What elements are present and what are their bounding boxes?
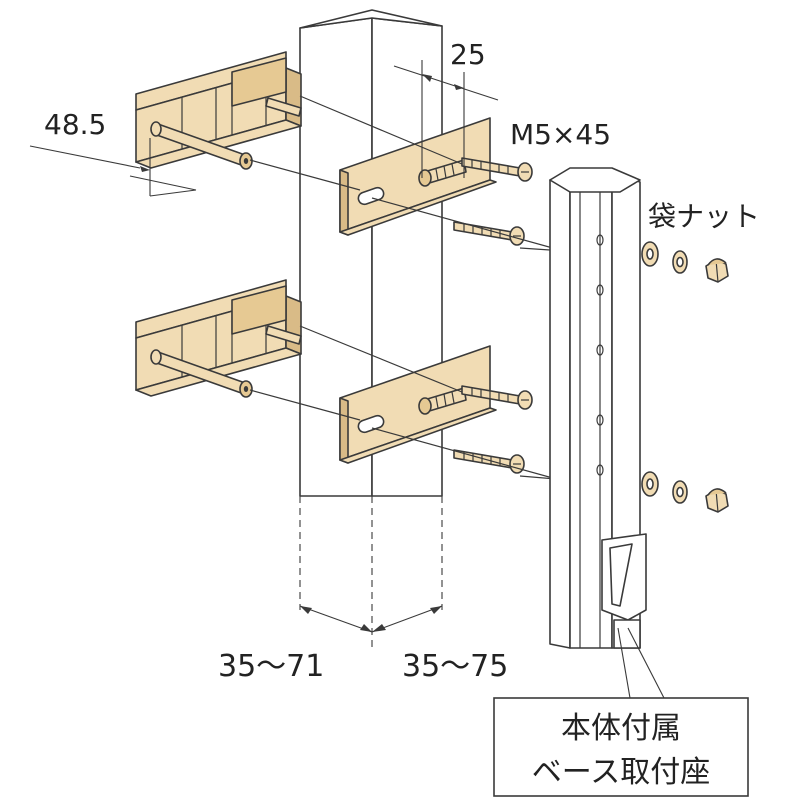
upper-washer-cap-nut	[641, 241, 729, 283]
upper-back-bracket	[135, 51, 302, 170]
upper-screw-bottom	[453, 221, 525, 246]
dim-48-5-label: 48.5	[44, 108, 106, 141]
main-body-rail	[549, 167, 647, 649]
square-post	[299, 9, 443, 650]
dimension-25	[393, 60, 499, 178]
cap-nut-label: 袋ナット	[648, 200, 760, 233]
callout-line-2: ベース取付座	[532, 755, 711, 790]
dim-25-label: 25	[450, 38, 486, 71]
bolt-spec-label: M5×45	[510, 118, 611, 151]
callout-leader	[617, 627, 665, 699]
callout-line-1: 本体付属	[561, 711, 681, 746]
range-left-label: 35〜71	[218, 649, 324, 684]
dimension-48-5	[29, 138, 197, 197]
lower-washer-cap-nut	[641, 471, 729, 513]
lower-back-bracket	[135, 279, 302, 398]
base-mount-callout: 本体付属 ベース取付座	[493, 697, 749, 797]
dimension-ranges	[299, 605, 443, 633]
range-right-label: 35〜75	[402, 649, 508, 684]
